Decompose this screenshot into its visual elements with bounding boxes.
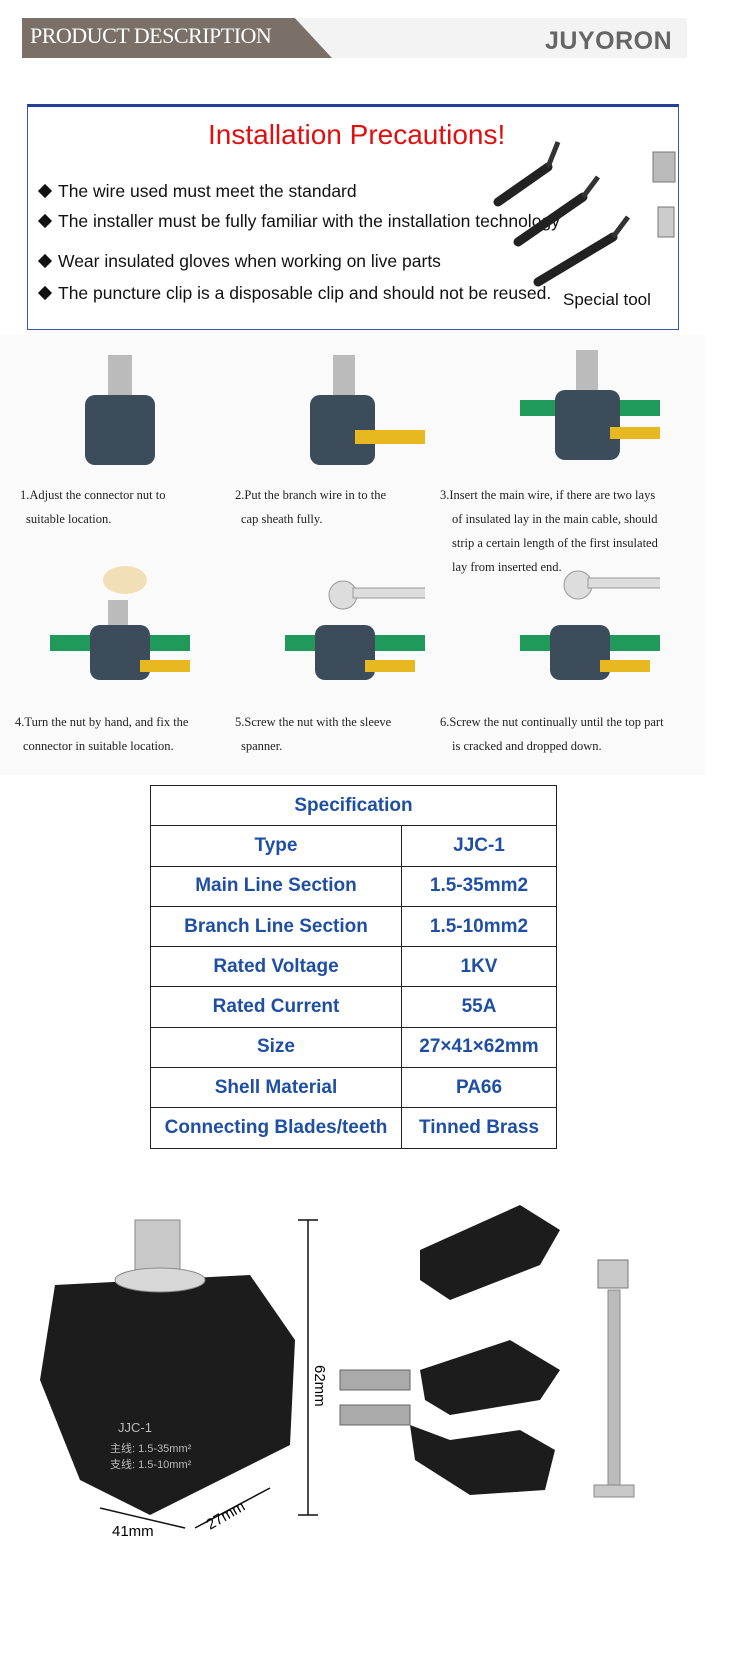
step-text: lay from inserted end.	[452, 560, 562, 574]
step-text: 2.Put the branch wire in to the	[235, 488, 387, 502]
spec-label: Main Line Section	[150, 865, 402, 907]
brand-logo: JUYORON	[545, 27, 673, 55]
precaution-text: Wear insulated gloves when working on li…	[58, 251, 441, 271]
step-text: connector in suitable location.	[23, 739, 174, 753]
model-marking: JJC-1	[118, 1420, 152, 1435]
spec-value: 27×41×62mm	[401, 1026, 557, 1069]
connector-main-wire-image	[520, 350, 660, 460]
nut-cracking-image	[520, 570, 660, 680]
step-text: 6.Screw the nut continually until the to…	[440, 715, 664, 729]
step-text: cap sheath fully.	[241, 512, 323, 526]
spec-label: Size	[150, 1026, 402, 1069]
step-text: of insulated lay in the main cable, shou…	[452, 512, 658, 526]
precaution-text: The installer must be fully familiar wit…	[58, 211, 560, 231]
step-text: spanner.	[241, 739, 283, 753]
exploded-parts	[339, 1205, 635, 1498]
step-text: 3.Insert the main wire, if there are two…	[440, 488, 656, 502]
dimension-lines	[99, 1219, 318, 1529]
step-text: strip a certain length of the first insu…	[452, 536, 658, 550]
hand-turning-nut-image	[50, 566, 190, 680]
spec-label: Type	[150, 825, 402, 867]
height-label: 62mm	[311, 1365, 328, 1407]
spec-title: Specification	[150, 784, 557, 827]
special-tool-label: Special tool	[563, 290, 651, 309]
main-line-marking: 主线: 1.5-35mm²	[110, 1441, 192, 1455]
step-text: 4.Turn the nut by hand, and fix the	[15, 715, 189, 729]
spec-label: Rated Voltage	[150, 946, 402, 988]
spec-value: PA66	[401, 1067, 557, 1109]
spec-value: 55A	[401, 986, 557, 1028]
precaution-item: The wire used must meet the standard	[37, 181, 357, 202]
spec-label: Rated Current	[150, 986, 402, 1028]
spec-value: 1KV	[401, 946, 557, 988]
precaution-item: Wear insulated gloves when working on li…	[37, 251, 441, 272]
step-text: 1.Adjust the connector nut to	[20, 488, 166, 502]
spec-value: JJC-1	[401, 825, 557, 867]
precaution-text: The wire used must meet the standard	[58, 181, 357, 201]
precaution-text: The puncture clip is a disposable clip a…	[58, 283, 552, 303]
precaution-item: The installer must be fully familiar wit…	[37, 211, 560, 232]
product-dimension-image: JJC-1 主线: 1.5-35mm² 支线: 1.5-10mm² 62mm 4…	[40, 1205, 635, 1540]
spec-label: Branch Line Section	[150, 905, 402, 948]
spec-value: Tinned Brass	[401, 1107, 557, 1149]
width-label: 41mm	[112, 1523, 154, 1540]
section-title: PRODUCT DESCRIPTION	[30, 23, 272, 48]
header-tab	[22, 18, 332, 58]
depth-label: 27mm	[204, 1498, 249, 1534]
precautions-box: Installation Precautions! The wire used …	[27, 104, 679, 330]
spec-label: Shell Material	[150, 1067, 402, 1109]
spec-label: Connecting Blades/teeth	[150, 1107, 402, 1149]
branch-line-marking: 支线: 1.5-10mm²	[110, 1457, 192, 1471]
spec-value: 1.5-35mm2	[401, 865, 557, 907]
connector-assembled: JJC-1 主线: 1.5-35mm² 支线: 1.5-10mm²	[40, 1219, 295, 1515]
diamond-bullet-icon	[37, 183, 53, 199]
connector-image	[85, 355, 155, 465]
spanner-on-nut-image	[285, 580, 425, 680]
diamond-bullet-icon	[37, 213, 53, 229]
step-text: is cracked and dropped down.	[452, 739, 602, 753]
diamond-bullet-icon	[37, 253, 53, 269]
step-text: 5.Screw the nut with the sleeve	[235, 715, 392, 729]
special-tool-image	[493, 141, 676, 287]
precautions-title: Installation Precautions!	[208, 119, 506, 150]
spec-value: 1.5-10mm2	[401, 905, 557, 948]
diamond-bullet-icon	[37, 285, 53, 301]
precaution-item: The puncture clip is a disposable clip a…	[37, 283, 552, 304]
step-text: suitable location.	[26, 512, 112, 526]
installation-steps: 1.Adjust the connector nut to suitable lo…	[0, 335, 705, 775]
connector-branch-wire-image	[310, 355, 425, 465]
